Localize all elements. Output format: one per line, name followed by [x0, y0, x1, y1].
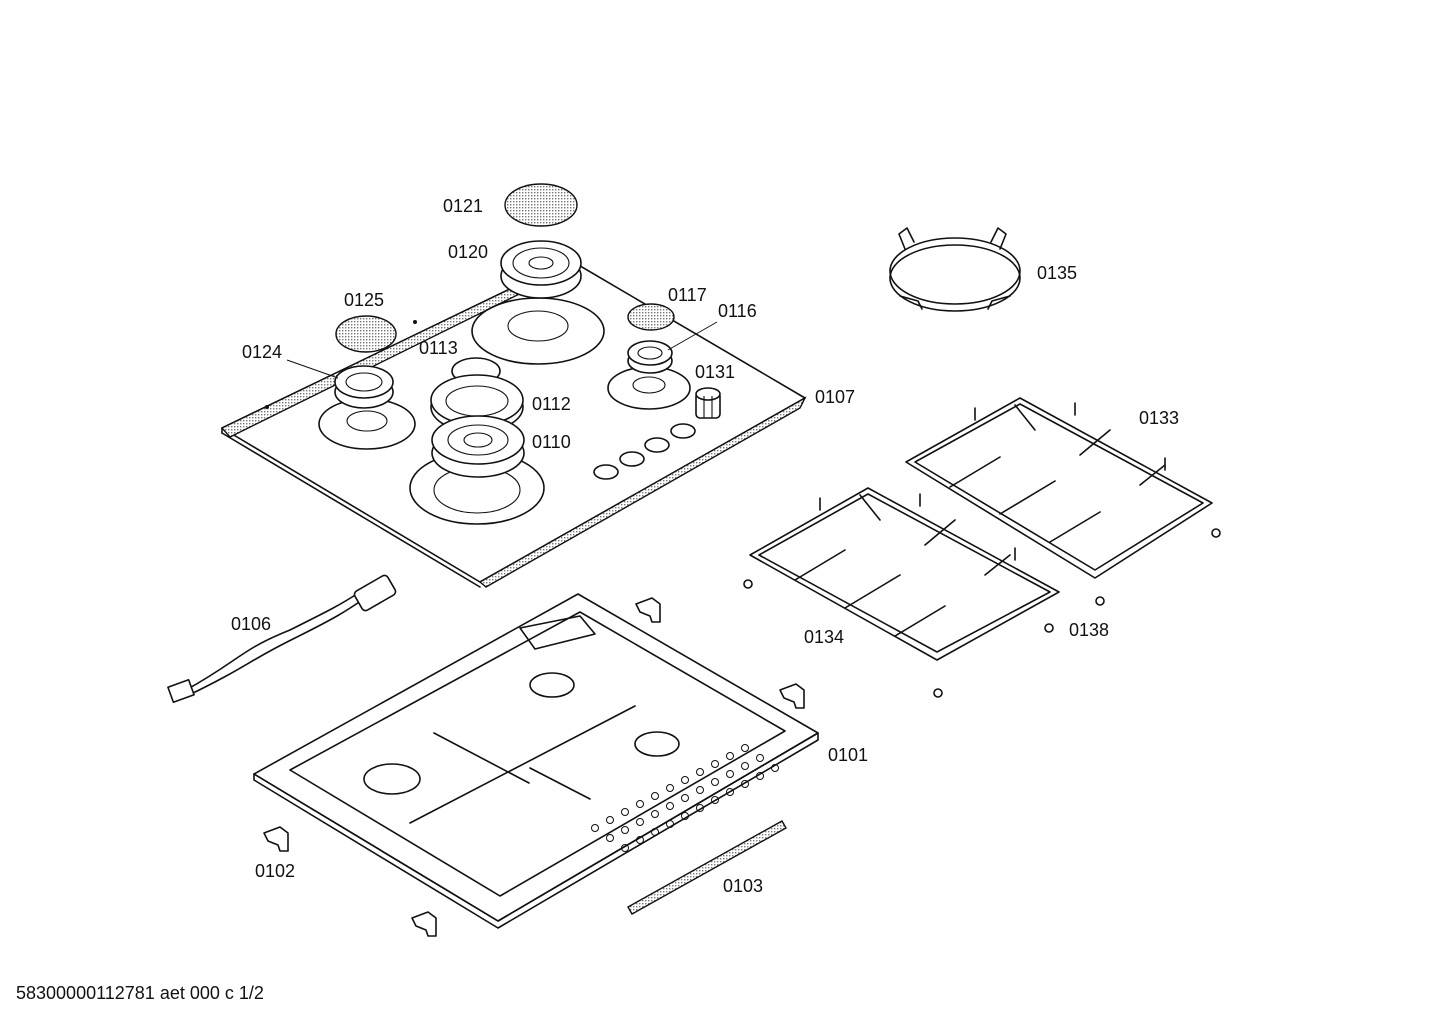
pan-support-0134: [749, 487, 1060, 661]
mounting-clips-0102: [263, 597, 805, 937]
label-0106: 0106: [231, 614, 272, 634]
rubber-feet-0138: [743, 528, 1221, 698]
control-knob-0131: [695, 387, 721, 419]
label-0131: 0131: [695, 362, 736, 382]
label-0121: 0121: [443, 196, 484, 216]
wok-ring-0135: [889, 227, 1021, 312]
burner-cap-0125: [335, 315, 397, 353]
label-0110: 0110: [532, 432, 571, 452]
burner-head-0110: [431, 415, 525, 478]
label-0125: 0125: [344, 290, 385, 310]
label-0134: 0134: [804, 627, 845, 647]
label-0133: 0133: [1139, 408, 1180, 428]
power-cable-0106: [167, 574, 397, 704]
label-0103: 0103: [723, 876, 764, 896]
label-0107: 0107: [815, 387, 856, 407]
label-0124: 0124: [242, 342, 283, 362]
burner-head-0124: [334, 365, 394, 409]
bottom-tray-0101: [253, 593, 819, 929]
leader-lines: [286, 321, 718, 379]
burner-cap-0121: [504, 183, 578, 227]
burner-head-0116: [627, 340, 673, 374]
burner-cap-0117: [627, 303, 675, 331]
seal-strip-0103: [627, 820, 787, 915]
label-0117: 0117: [668, 285, 707, 305]
label-0135: 0135: [1037, 263, 1078, 283]
pan-support-0133: [905, 397, 1213, 579]
label-0102: 0102: [255, 861, 296, 881]
label-0138: 0138: [1069, 620, 1110, 640]
document-footer: 58300000112781 aet 000 c 1/2: [16, 983, 264, 1003]
label-0112: 0112: [532, 394, 571, 414]
vent-holes: [591, 744, 779, 852]
label-0116: 0116: [718, 301, 757, 321]
label-0101: 0101: [828, 745, 869, 765]
knob-holes: [593, 423, 696, 480]
burner-head-0120: [500, 240, 582, 299]
label-0120: 0120: [448, 242, 489, 262]
label-0113: 0113: [419, 338, 458, 358]
